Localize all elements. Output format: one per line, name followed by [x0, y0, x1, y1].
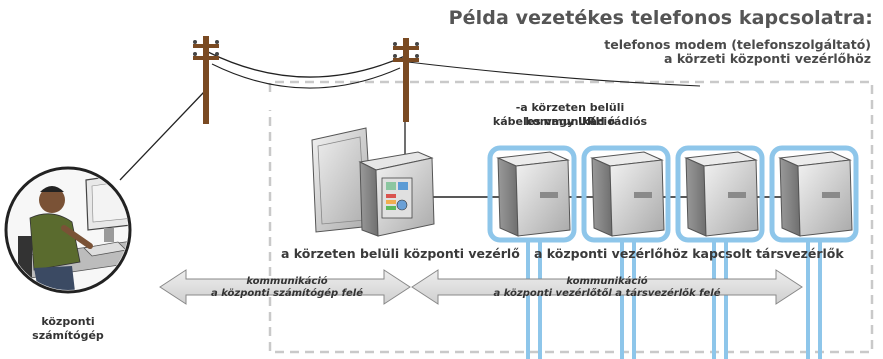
computer-label-line-2: számítógép [32, 329, 104, 342]
phone-wire-span [207, 51, 406, 78]
arrow-right-text-1: kommunikáció [566, 276, 648, 287]
arrow-to-computer [159, 269, 411, 305]
satellite-box [769, 145, 859, 243]
arrow-left-text-2: a központi számítógép felé [211, 288, 363, 299]
computer-label-line-1: központi [41, 315, 95, 328]
satellite-box [581, 145, 671, 243]
computer-label: központi számítógép [18, 315, 118, 343]
area-note-line-2: kábeles vagy URH rádiós [492, 115, 648, 128]
arrow-to-satellites [411, 269, 803, 305]
controller-label: a körzeten belüli központi vezérlő [281, 246, 520, 261]
arrow-left-text-1: kommunikáció [246, 276, 328, 287]
satellite-box [487, 145, 577, 243]
satellite-boxes [487, 145, 859, 243]
arrow-right-text-2: a központi vezérlőtől a társvezérlők fel… [493, 288, 721, 299]
satellite-box [675, 145, 765, 243]
area-note-line-1: -a körzeten belüli kommunikáció [515, 101, 625, 128]
satellite-cables [526, 238, 822, 359]
telephone-pole-left [193, 36, 219, 124]
phone-wire-to-pc [119, 91, 205, 181]
subtitle-line-2: a körzeti központi vezérlőhöz [664, 51, 871, 66]
telephone-pole-right [393, 38, 419, 122]
central-controller [311, 127, 435, 237]
phone-wire-right [407, 61, 701, 87]
subtitle-line-1: telefonos modem (telefonszolgáltató) [604, 37, 871, 52]
satellites-label: a központi vezérlőhöz kapcsolt társvezér… [534, 246, 844, 261]
phone-wire-span-2 [211, 63, 401, 89]
computer-station [4, 166, 132, 294]
page-title: Példa vezetékes telefonos kapcsolatra: [448, 7, 873, 29]
